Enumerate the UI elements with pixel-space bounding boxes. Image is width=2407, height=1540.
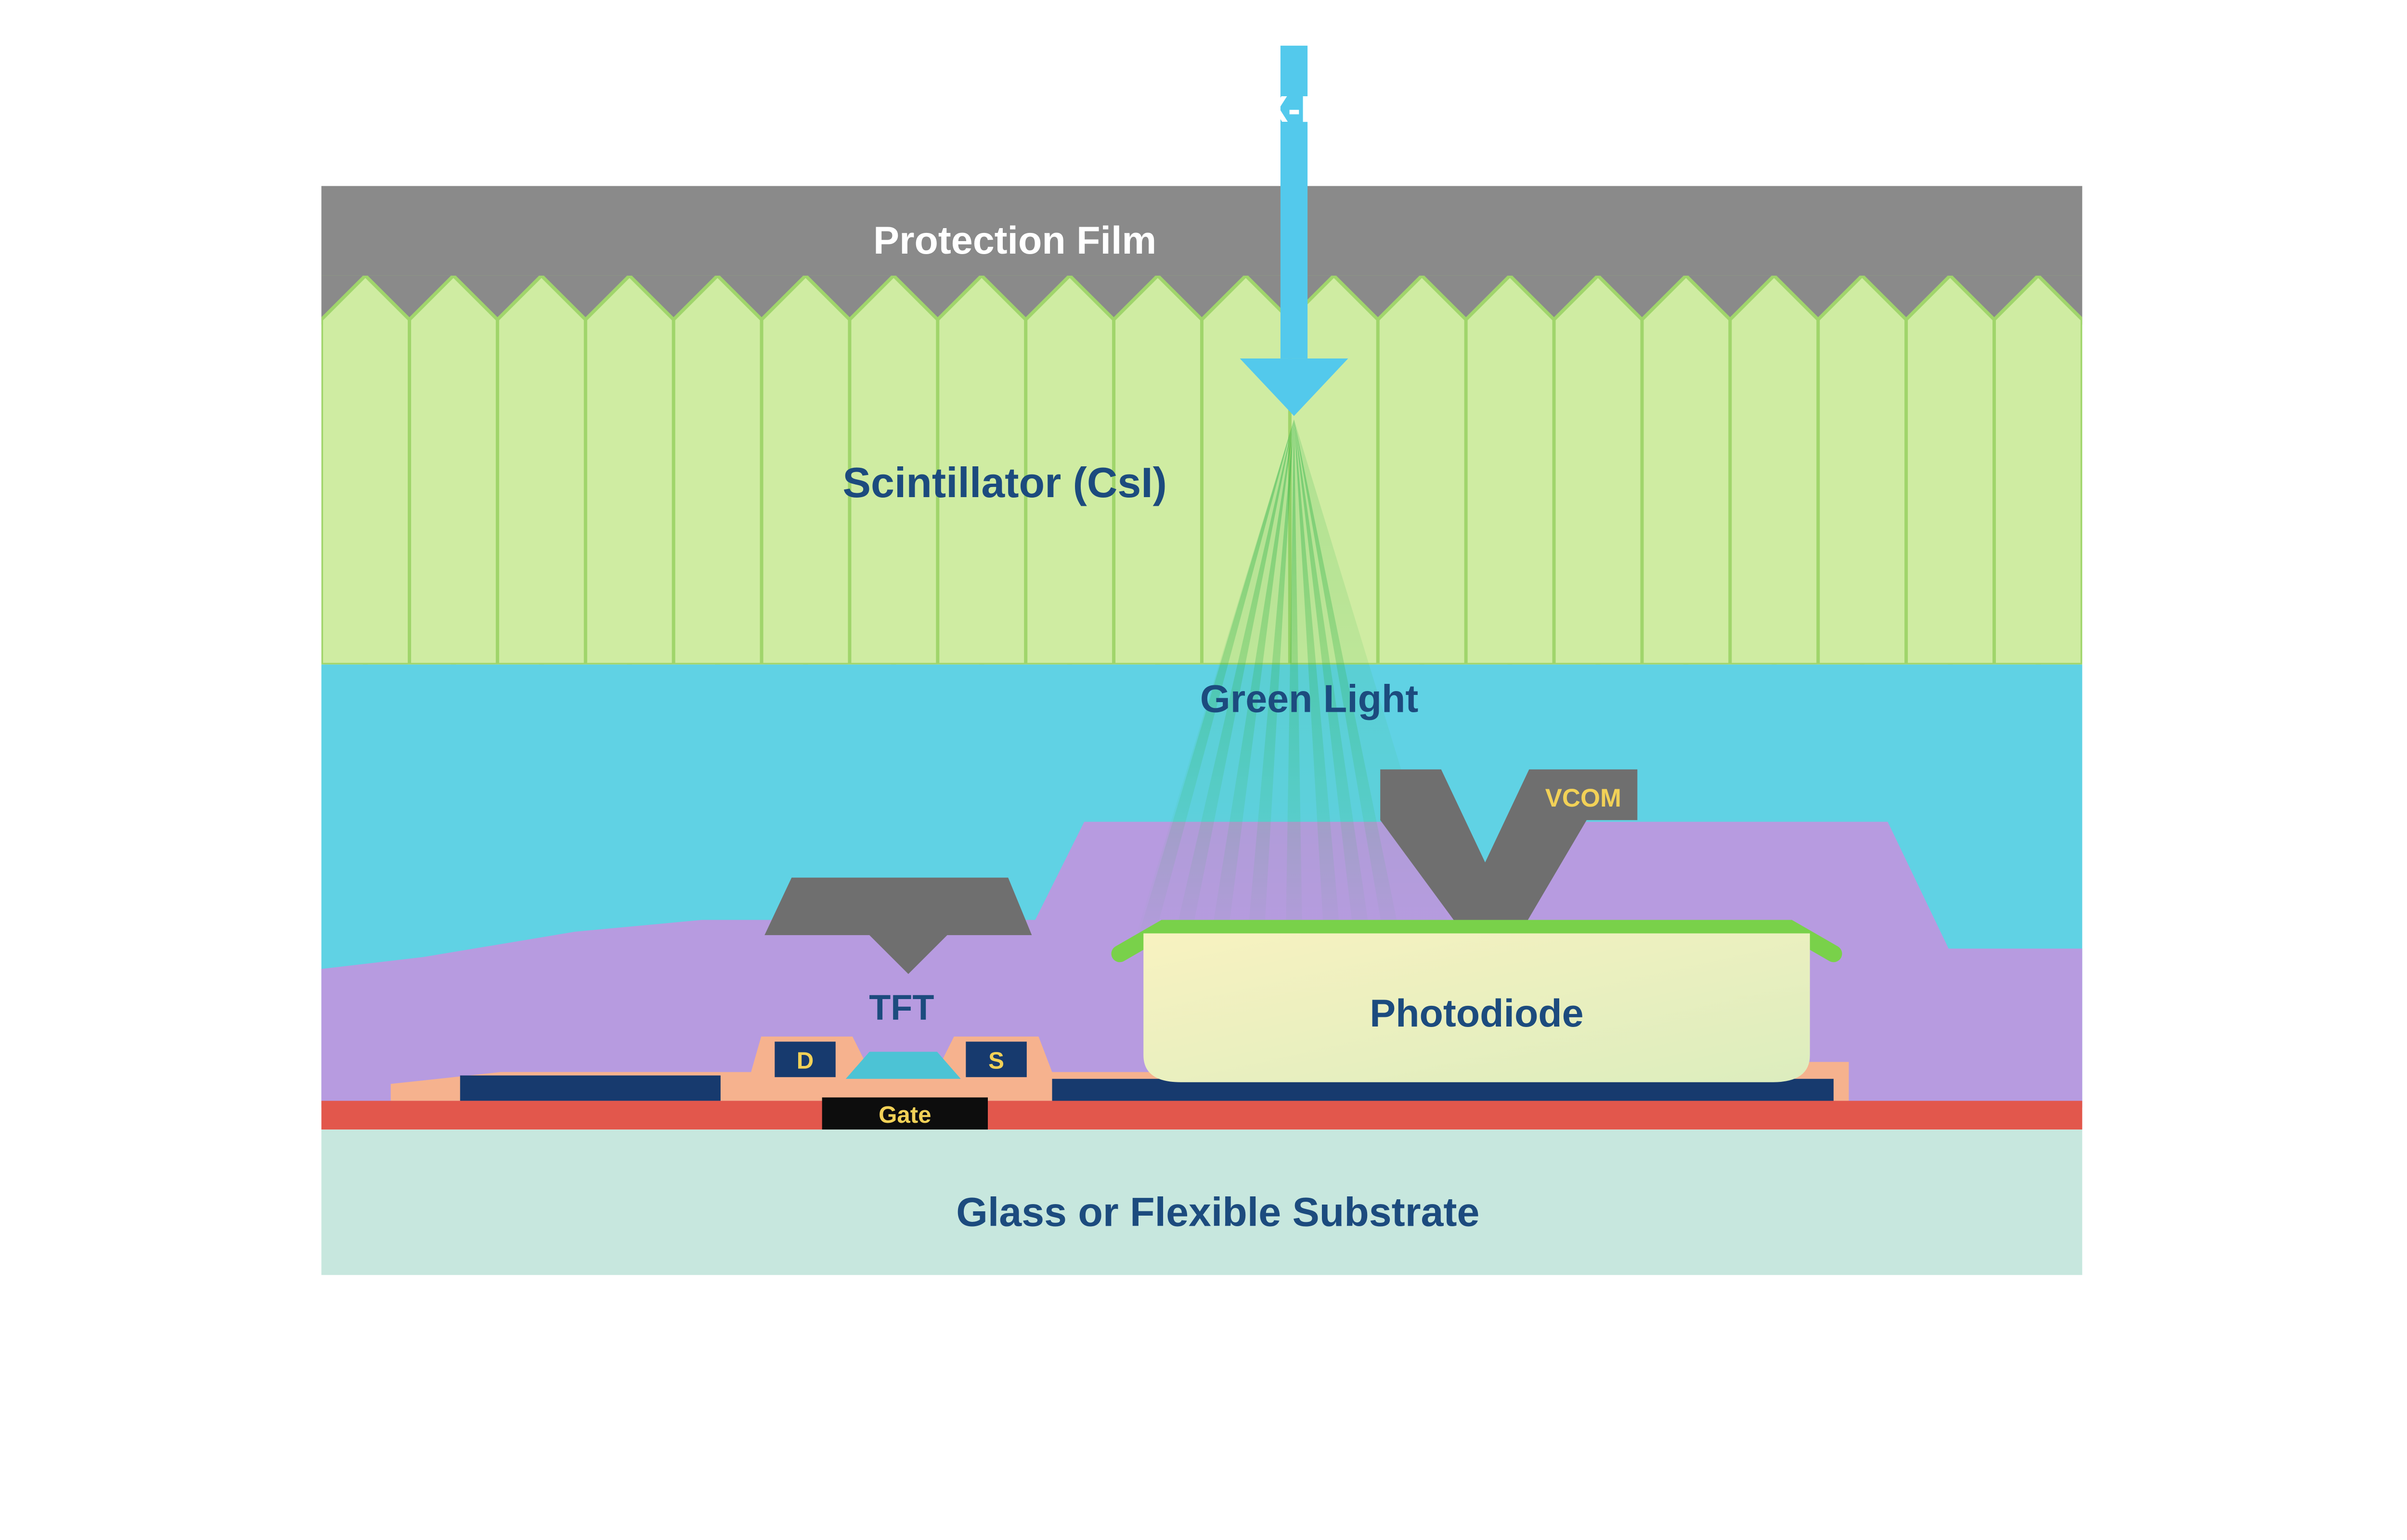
drain-contact xyxy=(775,1041,836,1078)
green-light-rays-icon xyxy=(1130,419,1458,956)
base-insulator-layer xyxy=(321,1101,2083,1130)
xray-label: X-Ray xyxy=(1263,89,1369,130)
gate-electrode xyxy=(822,1097,988,1130)
xray-arrow-shaft xyxy=(1280,45,1308,359)
green-light-label: Green Light xyxy=(1200,677,1418,720)
xray-arrow-icon xyxy=(1240,45,1348,416)
gray-electrode xyxy=(764,877,1032,974)
source-contact xyxy=(966,1041,1027,1078)
green-light-ray xyxy=(1172,419,1294,947)
scintillator-layer xyxy=(321,275,2083,665)
xray-detector-diagram: X-Ray Protection Film Scintillator (CsI)… xyxy=(321,45,2083,1275)
substrate-label: Glass or Flexible Substrate xyxy=(956,1189,1479,1234)
gate-label: Gate xyxy=(879,1102,931,1128)
metal-line-right xyxy=(1052,1078,1834,1103)
tft-label: TFT xyxy=(869,988,934,1027)
substrate-layer xyxy=(321,1129,2083,1275)
drain-label: D xyxy=(797,1048,814,1074)
green-light-ray xyxy=(1285,419,1303,947)
vcom-electrode xyxy=(1380,769,1638,936)
vcom-label: VCOM xyxy=(1545,784,1621,812)
scintillator-label: Scintillator (CsI) xyxy=(842,459,1166,506)
photodiode-label: Photodiode xyxy=(1370,992,1583,1035)
metal-line-left xyxy=(460,1075,721,1101)
diagram-canvas: X-Ray Protection Film Scintillator (CsI)… xyxy=(321,45,2083,1275)
green-light-ray xyxy=(1294,419,1402,947)
xray-arrow-head xyxy=(1240,358,1348,416)
tft-channel xyxy=(845,1052,961,1079)
protection-film-label: Protection Film xyxy=(873,219,1156,262)
photodiode-body xyxy=(1143,933,1810,1082)
photodiode-top-electrode xyxy=(1111,920,1842,962)
source-label: S xyxy=(988,1048,1004,1074)
